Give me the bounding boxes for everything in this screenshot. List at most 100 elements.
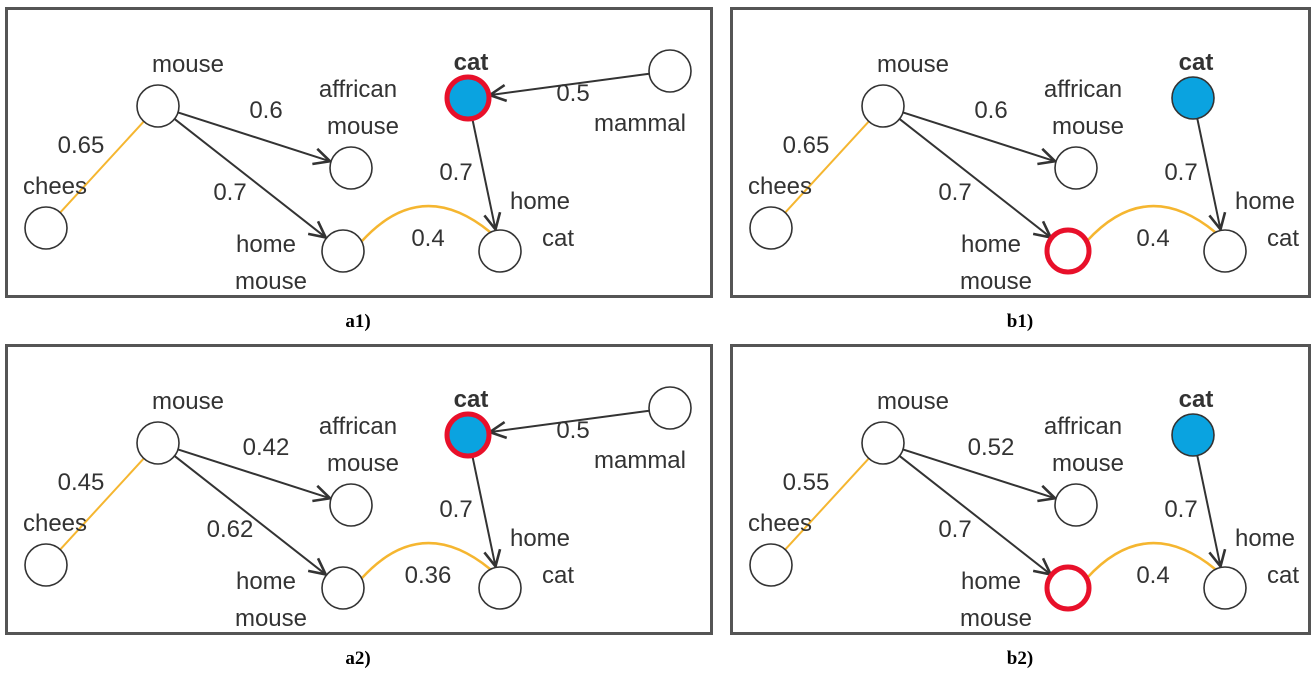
label-affrican: affrican <box>319 76 397 103</box>
node-chees <box>24 206 68 250</box>
weight-mouse-affrican: 0.52 <box>968 434 1015 461</box>
edge-mouse-affrican <box>902 111 1055 161</box>
weight-home-mouse-home-cat: 0.4 <box>1136 562 1169 589</box>
weight-chees-mouse: 0.45 <box>58 469 105 496</box>
weight-mouse-affrican: 0.6 <box>974 97 1007 124</box>
node-home-cat <box>478 229 522 273</box>
node-home-cat <box>1203 229 1247 273</box>
edge-cat-home-cat <box>471 118 495 230</box>
edge-chees-mouse <box>59 120 145 214</box>
label-home-mouse-home: home <box>961 231 1021 258</box>
edge-home-mouse-home-cat <box>1086 204 1216 242</box>
label-home-mouse-mouse: mouse <box>235 605 307 632</box>
caption-a2: a2) <box>345 648 371 669</box>
node-home-mouse-highlighted <box>1044 227 1092 275</box>
node-home-mouse <box>321 229 365 273</box>
label-chees: chees <box>748 510 812 537</box>
weight-chees-mouse: 0.65 <box>783 132 830 159</box>
label-affrican: affrican <box>1044 413 1122 440</box>
weight-mouse-affrican: 0.6 <box>249 97 282 124</box>
weight-cat-home-cat: 0.7 <box>1164 496 1197 523</box>
graph: mousecheesaffricanmousecatmammalhomemous… <box>23 386 692 632</box>
node-cat <box>1171 76 1215 120</box>
node-home-cat <box>1203 566 1247 610</box>
label-mammal: mammal <box>594 110 686 137</box>
label-affrican-mouse: mouse <box>327 113 399 140</box>
label-cat: cat <box>1179 49 1214 76</box>
label-chees: chees <box>23 510 87 537</box>
label-affrican-mouse: mouse <box>1052 113 1124 140</box>
weight-mouse-affrican: 0.42 <box>243 434 290 461</box>
label-chees: chees <box>23 173 87 200</box>
edge-mammal-cat <box>490 409 650 432</box>
edge-cat-home-cat <box>1196 118 1220 230</box>
node-home-mouse <box>321 566 365 610</box>
graph: mousecheesaffricanmousecathomemousehomec… <box>748 49 1299 295</box>
edge-cat-home-cat <box>471 455 495 567</box>
node-mammal <box>648 49 692 93</box>
weight-cat-home-cat: 0.7 <box>439 496 472 523</box>
edge-mouse-home-mouse <box>173 455 326 574</box>
panel-a1: mouse chees affrican mouse cat mammal home mous… <box>5 7 713 298</box>
label-home-mouse-home: home <box>236 231 296 258</box>
weight-mouse-home-mouse: 0.7 <box>213 179 246 206</box>
edge-chees-mouse <box>784 120 870 214</box>
edge-cat-home-cat <box>1196 455 1220 567</box>
weight-home-mouse-home-cat: 0.4 <box>1136 225 1169 252</box>
label-home-mouse-mouse: mouse <box>235 268 307 295</box>
edge-mouse-home-mouse <box>173 118 326 237</box>
weight-home-mouse-home-cat: 0.4 <box>411 225 444 252</box>
label-mammal: mammal <box>594 447 686 474</box>
label-mouse: mouse <box>877 388 949 415</box>
edge-mammal-cat <box>490 72 650 95</box>
weight-home-mouse-home-cat: 0.36 <box>405 562 452 589</box>
edge-mouse-home-mouse <box>898 118 1051 237</box>
node-mouse <box>136 84 180 128</box>
label-home-cat-cat: cat <box>1267 562 1299 589</box>
node-chees <box>749 206 793 250</box>
weight-cat-home-cat: 0.7 <box>1164 159 1197 186</box>
edge-chees-mouse <box>784 457 870 551</box>
edge-mouse-affrican <box>902 448 1055 498</box>
caption-b2: b2) <box>1006 648 1034 669</box>
node-chees <box>24 543 68 587</box>
node-home-mouse-highlighted <box>1044 564 1092 612</box>
label-cat: cat <box>454 386 489 413</box>
weight-mouse-home-mouse: 0.62 <box>207 516 254 543</box>
node-affrican <box>1054 146 1098 190</box>
label-home-cat-home: home <box>510 525 570 552</box>
label-affrican-mouse: mouse <box>327 450 399 477</box>
label-home-cat-home: home <box>1235 525 1295 552</box>
edge-home-mouse-home-cat <box>361 204 491 242</box>
label-mouse: mouse <box>152 51 224 78</box>
node-chees <box>749 543 793 587</box>
edge-mouse-affrican <box>177 448 330 498</box>
label-home-cat-cat: cat <box>1267 225 1299 252</box>
weight-mammal-cat: 0.5 <box>556 417 589 444</box>
node-mouse <box>861 84 905 128</box>
graph: mouse chees affrican mouse cat mammal home mous… <box>23 49 692 295</box>
edge-home-mouse-home-cat <box>1086 541 1216 579</box>
label-mouse: mouse <box>877 51 949 78</box>
caption-b1: b1) <box>1006 311 1034 332</box>
weight-mammal-cat: 0.5 <box>556 80 589 107</box>
node-cat-highlighted <box>444 411 492 459</box>
graph: mousecheesaffricanmousecathomemousehomec… <box>748 386 1299 632</box>
node-affrican <box>1054 483 1098 527</box>
weight-chees-mouse: 0.65 <box>58 132 105 159</box>
node-cat <box>1171 413 1215 457</box>
weight-mouse-home-mouse: 0.7 <box>938 516 971 543</box>
label-home-cat-cat: cat <box>542 562 574 589</box>
weight-chees-mouse: 0.55 <box>783 469 830 496</box>
label-home-cat-cat: cat <box>542 225 574 252</box>
label-home-mouse-home: home <box>961 568 1021 595</box>
label-home-cat-home: home <box>1235 188 1295 215</box>
edge-mouse-home-mouse <box>898 455 1051 574</box>
label-affrican-mouse: mouse <box>1052 450 1124 477</box>
label-cat: cat <box>454 49 489 76</box>
node-mouse <box>861 421 905 465</box>
node-home-cat <box>478 566 522 610</box>
